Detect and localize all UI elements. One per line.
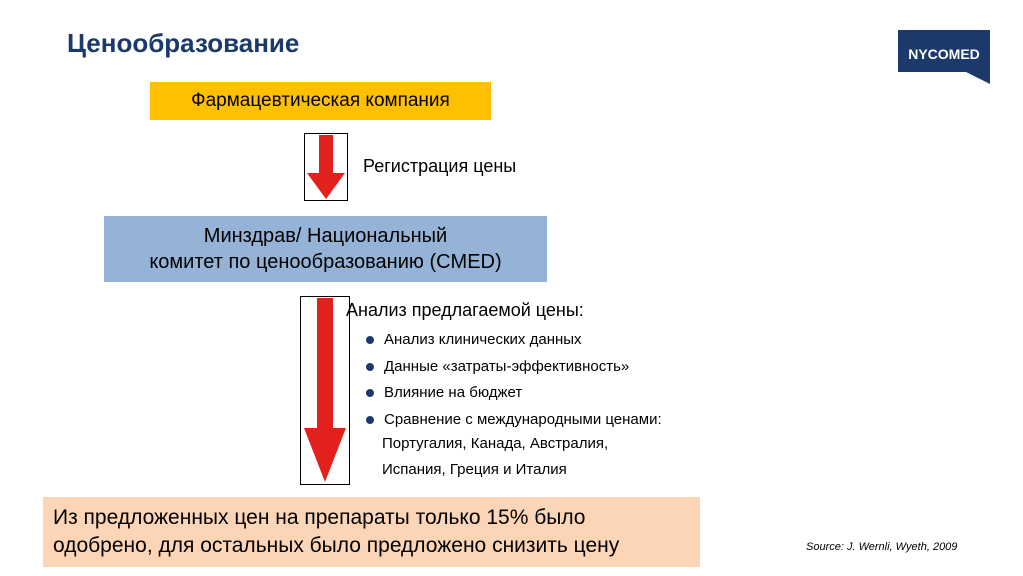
logo-text: NYCOMED	[908, 46, 980, 62]
list-item: Сравнение с международными ценами:	[366, 407, 662, 434]
list-item: Данные «затраты-эффективность»	[366, 354, 662, 381]
price-registration-label: Регистрация цены	[363, 156, 517, 176]
list-item: Влияние на бюджет	[366, 380, 662, 407]
bullet-icon	[366, 362, 374, 371]
bullet-icon	[366, 415, 374, 424]
ministry-line-2: комитет по ценообразованию (CMED)	[149, 251, 502, 273]
result-line-2: одобрено, для остальных было предложено …	[53, 534, 620, 557]
countries-line-2: Испания, Греция и Италия	[382, 461, 567, 478]
arrow-down-icon	[304, 133, 348, 201]
bullet-icon	[366, 336, 374, 345]
ministry-committee-box: Минздрав/ Национальный комитет по ценооб…	[104, 216, 547, 282]
bullet-icon	[366, 389, 374, 398]
page-title: Ценообразование	[67, 28, 300, 58]
result-box: Из предложенных цен на препараты только …	[43, 497, 700, 567]
reference-countries: Португалия, Канада, Австралия, Испания, …	[382, 431, 608, 483]
pharma-company-box: Фармацевтическая компания	[150, 82, 491, 120]
price-analysis-heading: Анализ предлагаемой цены:	[346, 300, 584, 320]
list-item: Анализ клинических данных	[366, 327, 662, 354]
source-note: Source: J. Wernli, Wyeth, 2009	[806, 541, 958, 553]
arrow-down-icon	[300, 296, 350, 485]
analysis-criteria-list: Анализ клинических данных Данные «затрат…	[366, 327, 662, 433]
countries-line-1: Португалия, Канада, Австралия,	[382, 435, 609, 452]
pharma-company-label: Фармацевтическая компания	[191, 90, 450, 111]
nycomed-logo: NYCOMED	[898, 30, 990, 84]
ministry-line-1: Минздрав/ Национальный	[203, 225, 448, 247]
result-line-1: Из предложенных цен на препараты только …	[53, 506, 586, 529]
